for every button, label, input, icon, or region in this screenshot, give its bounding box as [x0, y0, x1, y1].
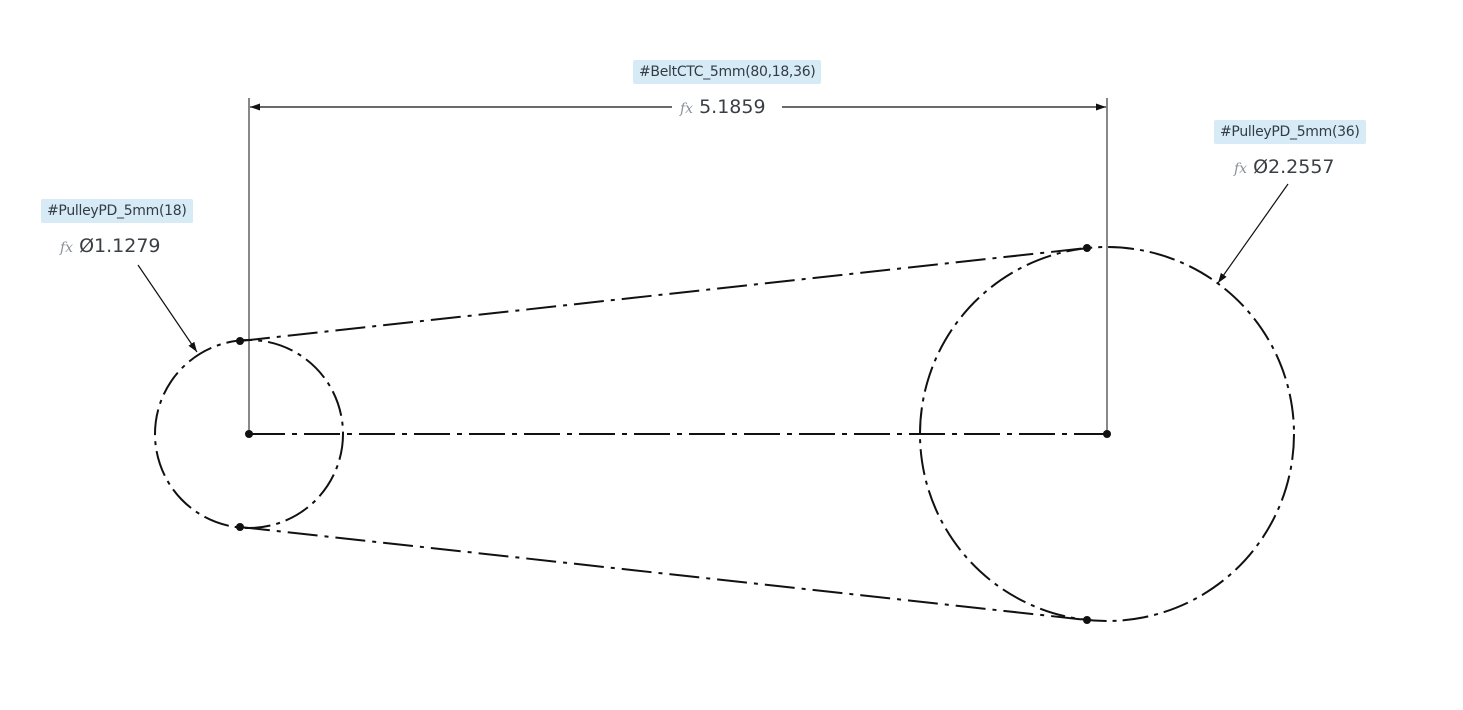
point-belt-lower-left[interactable] [236, 523, 244, 531]
point-large-center[interactable] [1103, 430, 1111, 438]
leader-large-pulley [1217, 183, 1289, 284]
fx-icon: fx [1234, 161, 1248, 177]
belt-upper-line[interactable] [239, 247, 1088, 342]
fx-icon: fx [60, 240, 74, 256]
leader-small-pulley [137, 264, 198, 353]
point-belt-upper-right[interactable] [1083, 244, 1091, 252]
point-small-center[interactable] [245, 430, 253, 438]
large-pulley-diameter-dimension[interactable]: fx Ø2.2557 [1230, 156, 1339, 180]
large-pulley-circle[interactable] [919, 246, 1295, 622]
center-distance-dimension[interactable]: fx 5.1859 [676, 96, 770, 120]
fx-icon: fx [680, 101, 694, 117]
point-belt-lower-right[interactable] [1083, 616, 1091, 624]
belt-lower-line[interactable] [239, 526, 1088, 621]
small-pulley-diameter-dimension[interactable]: fx Ø1.1279 [56, 235, 165, 259]
point-belt-upper-left[interactable] [236, 337, 244, 345]
large-pulley-variable-tag[interactable]: #PulleyPD_5mm(36) [1214, 120, 1366, 144]
center-distance-variable-tag[interactable]: #BeltCTC_5mm(80,18,36) [633, 60, 822, 84]
large-pulley-diameter-value: Ø2.2557 [1253, 156, 1335, 178]
center-distance-value: 5.1859 [699, 96, 766, 118]
small-pulley-diameter-value: Ø1.1279 [79, 235, 161, 257]
small-pulley-variable-tag[interactable]: #PulleyPD_5mm(18) [41, 199, 193, 223]
